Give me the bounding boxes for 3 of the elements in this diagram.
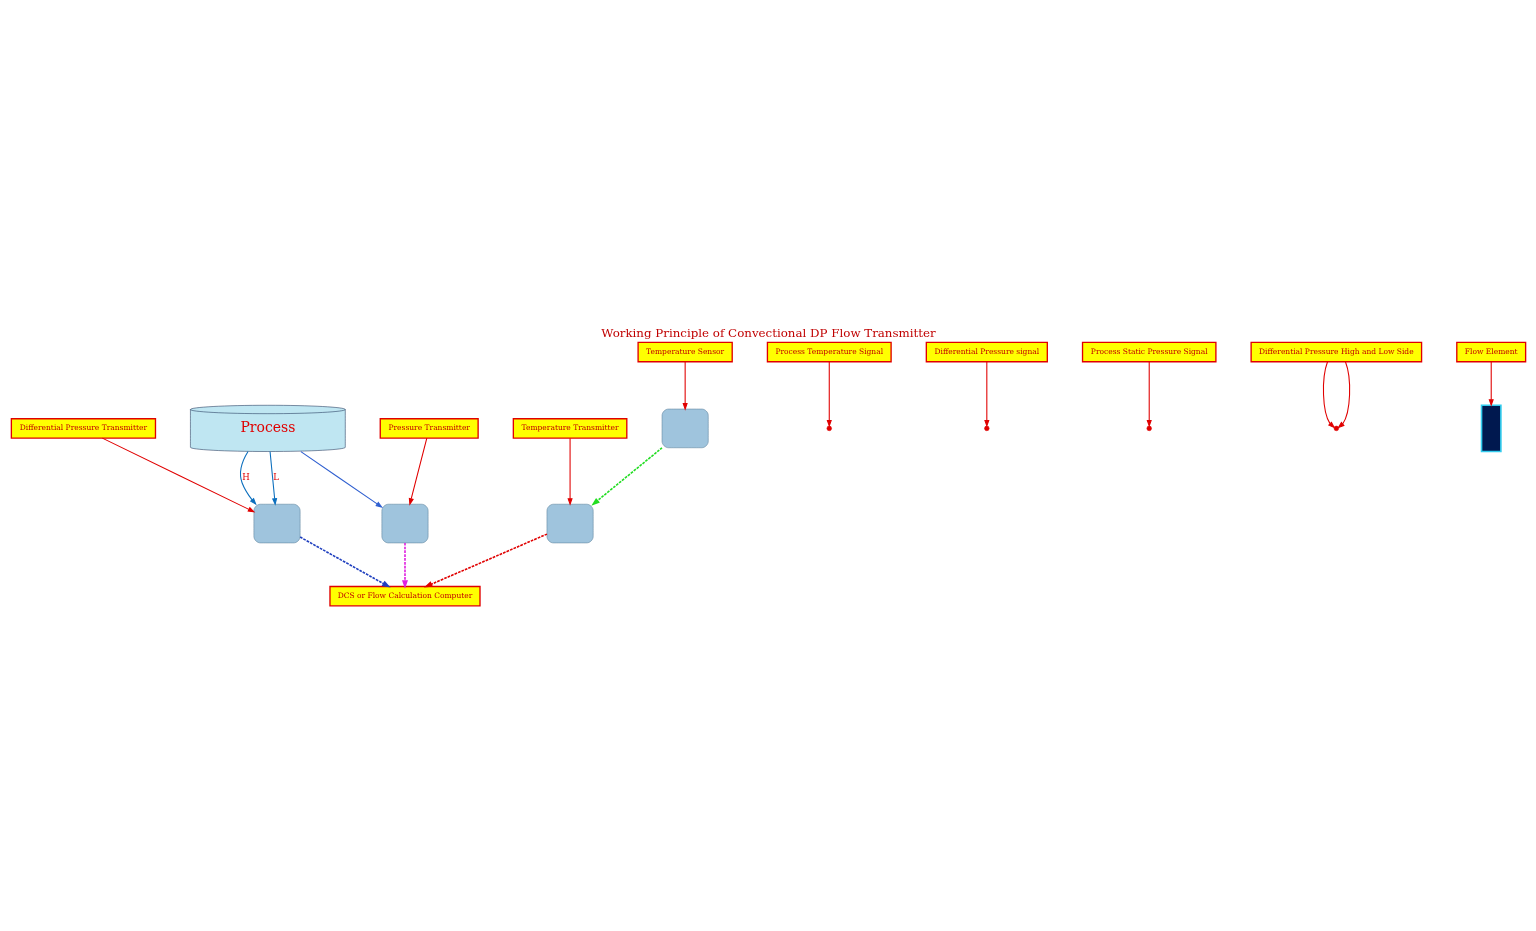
- edge-label: H: [241, 471, 250, 482]
- diagram-title: Working Principle of Convectional DP Flow Transmitter: [600, 325, 936, 340]
- edge-label: L: [272, 471, 279, 482]
